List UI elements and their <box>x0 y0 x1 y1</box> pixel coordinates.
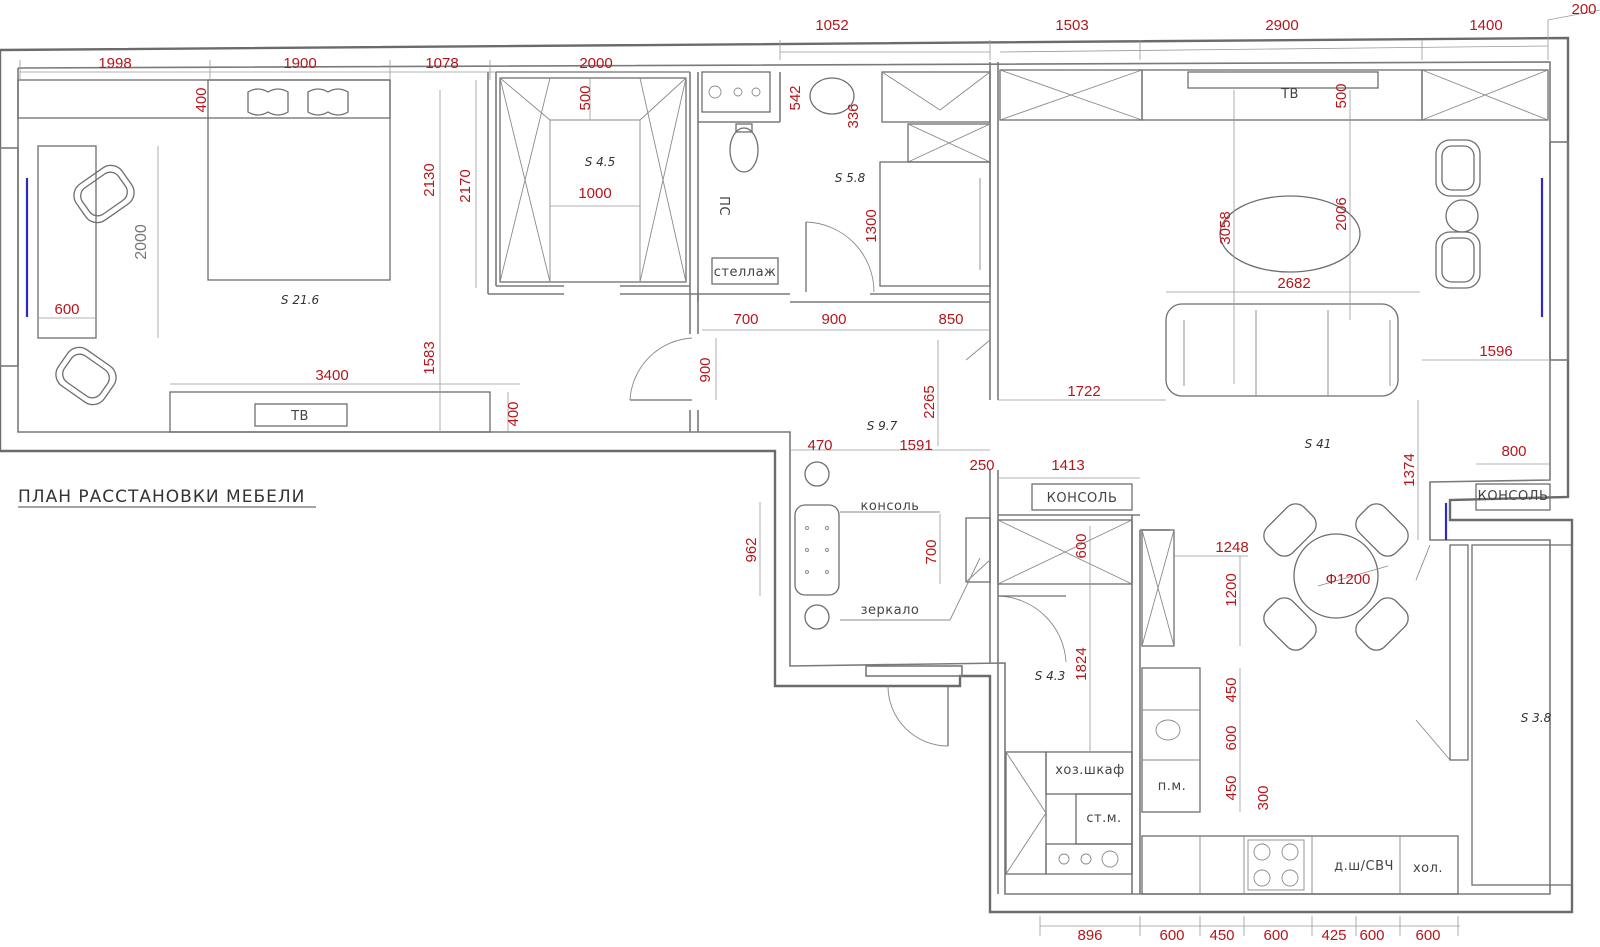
bedroom-furniture <box>17 79 491 433</box>
dim-450-kitchen-a: 450 <box>1223 677 1240 702</box>
dim-1591: 1591 <box>899 437 932 454</box>
area-living: S 41 <box>1305 437 1332 451</box>
dim-450-kitchen-b: 450 <box>1223 775 1240 800</box>
dim-top-1078: 1078 <box>425 55 458 72</box>
label-mirror: зеркало <box>861 603 920 618</box>
dim-500-wardrobe: 500 <box>577 85 594 110</box>
plan-title: ПЛАН РАССТАНОВКИ МЕБЕЛИ <box>18 487 316 508</box>
dim-1583: 1583 <box>421 341 438 374</box>
hall-furniture <box>629 337 991 747</box>
label-closet: хоз.шкаф <box>1055 763 1125 778</box>
label-fridge: хол. <box>1413 861 1443 876</box>
dim-1300: 1300 <box>863 209 880 242</box>
dim-600-kitchen: 600 <box>1223 725 1240 750</box>
dim-top-2000: 2000 <box>579 55 612 72</box>
furniture-labels: ТВ ТВ стеллаж ПС консоль КОНСОЛЬ КОНСОЛЬ… <box>290 87 1548 876</box>
dim-top-1052: 1052 <box>815 17 848 34</box>
dim-1000-wardrobe: 1000 <box>578 185 611 202</box>
dim-500-tv-living: 500 <box>1333 83 1350 108</box>
dim-2006: 2006 <box>1333 197 1350 230</box>
dim-bottom-896: 896 <box>1077 927 1102 944</box>
plan-title-text: ПЛАН РАССТАНОВКИ МЕБЕЛИ <box>18 487 305 507</box>
dim-400-top: 400 <box>193 87 210 112</box>
dim-600-laundry: 600 <box>1073 533 1090 558</box>
dim-542: 542 <box>787 85 804 110</box>
dim-top-1400: 1400 <box>1469 17 1502 34</box>
dim-2130: 2130 <box>421 163 438 196</box>
dim-1722: 1722 <box>1067 383 1100 400</box>
dim-3400-tv: 3400 <box>315 367 348 384</box>
dim-336: 336 <box>845 103 862 128</box>
dim-1248: 1248 <box>1215 539 1248 556</box>
area-bathroom: S 5.8 <box>835 171 866 185</box>
dim-bottom-600c: 600 <box>1359 927 1384 944</box>
dim-top-1503: 1503 <box>1055 17 1088 34</box>
room-areas: S 21.6 S 4.5 S 5.8 S 9.7 S 4.3 S 41 S 3.… <box>281 155 1552 725</box>
dim-900-door: 900 <box>697 357 714 382</box>
wardrobe-furniture <box>499 77 687 283</box>
dim-700-console: 700 <box>923 539 940 564</box>
dim-2682: 2682 <box>1277 275 1310 292</box>
label-tv-bottom: ТВ <box>290 409 309 424</box>
area-balcony: S 3.8 <box>1521 711 1552 725</box>
label-console-mid: КОНСОЛЬ <box>1047 491 1118 506</box>
laundry-furniture <box>997 519 1133 875</box>
outer-walls <box>0 36 1574 914</box>
dim-3058: 3058 <box>1217 211 1234 244</box>
dim-top-200: 200 <box>1571 1 1596 18</box>
dim-2170: 2170 <box>457 169 474 202</box>
dim-1374: 1374 <box>1401 453 1418 486</box>
dim-800: 800 <box>1501 443 1526 460</box>
dim-2265: 2265 <box>921 385 938 418</box>
label-washer: ст.м. <box>1086 811 1121 826</box>
dim-1413: 1413 <box>1051 457 1084 474</box>
label-fridge-micro: д.ш/СВЧ <box>1334 859 1394 874</box>
label-shelf: стеллаж <box>714 265 777 280</box>
dim-bottom-600a: 600 <box>1159 927 1184 944</box>
dim-bottom-425: 425 <box>1321 927 1346 944</box>
dim-1596: 1596 <box>1479 343 1512 360</box>
dim-300: 300 <box>1255 785 1272 810</box>
dim-bottom-600d: 600 <box>1415 927 1440 944</box>
area-bedroom: S 21.6 <box>281 293 320 307</box>
dim-600-desk: 600 <box>54 301 79 318</box>
dim-1200: 1200 <box>1223 573 1240 606</box>
dim-top-1998: 1998 <box>98 55 131 72</box>
label-console-hall: консоль <box>861 499 920 514</box>
dim-700-hall: 700 <box>733 311 758 328</box>
living-furniture <box>999 69 1573 895</box>
area-laundry: S 4.3 <box>1035 669 1066 683</box>
bathroom-furniture <box>701 71 991 293</box>
dim-top-1900: 1900 <box>283 55 316 72</box>
dim-bottom-450: 450 <box>1209 927 1234 944</box>
dim-400-tv: 400 <box>505 401 522 426</box>
area-hall: S 9.7 <box>867 419 898 433</box>
label-console-right: КОНСОЛЬ <box>1478 489 1549 504</box>
label-ps: ПС <box>716 196 731 216</box>
dim-470: 470 <box>807 437 832 454</box>
dim-850: 850 <box>938 311 963 328</box>
dim-2000-desk: 2000 <box>133 224 150 260</box>
area-wardrobe: S 4.5 <box>585 155 616 169</box>
dim-phi1200: Ф1200 <box>1326 571 1371 588</box>
dim-top-2900: 2900 <box>1265 17 1298 34</box>
dimension-lines <box>19 9 1600 936</box>
dim-250: 250 <box>969 457 994 474</box>
dim-1824: 1824 <box>1073 647 1090 680</box>
dim-bottom-600b: 600 <box>1263 927 1288 944</box>
dim-900-hall: 900 <box>821 311 846 328</box>
dim-962: 962 <box>743 537 760 562</box>
dimension-labels: 1998 1900 1078 2000 1052 1503 2900 1400 … <box>54 1 1596 944</box>
label-tv-top: ТВ <box>1280 87 1299 102</box>
label-dishwasher: п.м. <box>1158 779 1187 794</box>
